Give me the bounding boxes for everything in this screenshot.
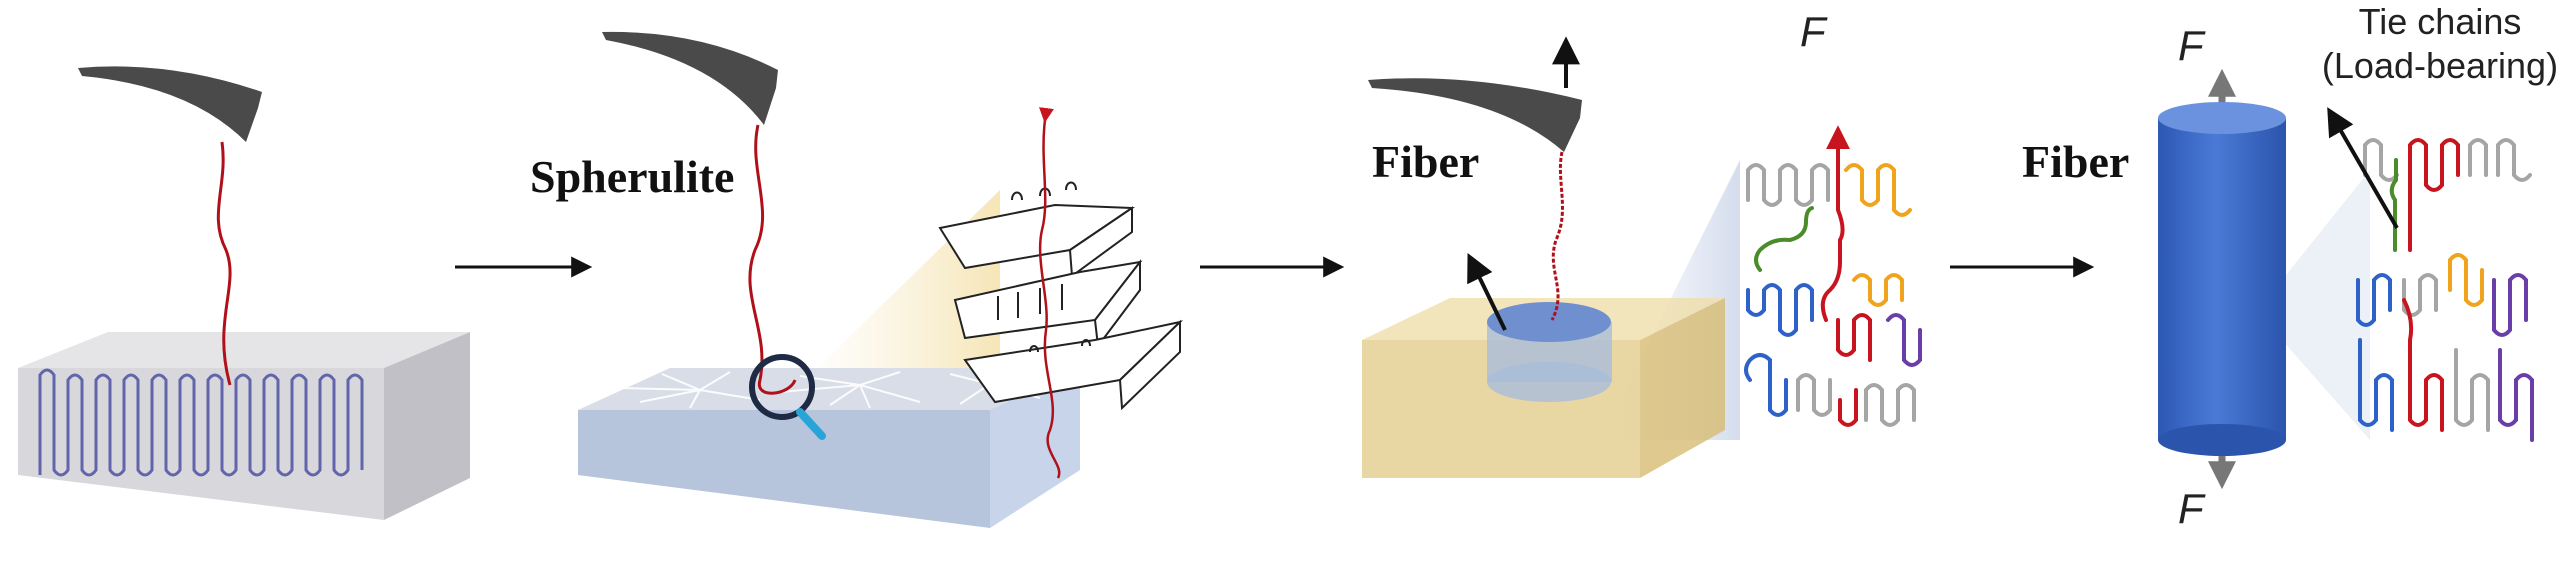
panel-film xyxy=(18,66,470,520)
label-force-top: F xyxy=(2178,22,2204,69)
tilt-arrow xyxy=(1467,252,1507,331)
spherulite-block xyxy=(578,368,1080,528)
panel-spherulite xyxy=(578,31,1184,528)
panel-fiber-block xyxy=(1362,36,1922,478)
chain-network-4 xyxy=(2356,138,2534,442)
tie-chain-pointer-arrow xyxy=(2327,107,2399,230)
zoom-beam-4 xyxy=(2282,170,2370,440)
afm-cantilever-3 xyxy=(1368,78,1582,152)
afm-cantilever-2 xyxy=(602,31,778,125)
chain-through-lamellae xyxy=(1038,107,1061,479)
pulled-chain-3 xyxy=(1550,151,1564,321)
chain-network-3 xyxy=(1744,125,1922,427)
pulled-chain-1 xyxy=(216,141,232,386)
afm-cantilever-1 xyxy=(78,66,262,142)
label-force-panel3: F xyxy=(1800,8,1826,55)
label-force-bottom: F xyxy=(2178,485,2204,532)
fiber-cylinder-small xyxy=(1487,302,1612,402)
film-block xyxy=(18,332,470,520)
lamellae-stack xyxy=(938,181,1184,411)
label-fiber-1: Fiber xyxy=(1372,136,1480,187)
label-fiber-2: Fiber xyxy=(2022,136,2130,187)
panel-fiber-tie-chains xyxy=(2158,68,2534,490)
label-tie-chains: Tie chains (Load-bearing) xyxy=(2320,0,2560,88)
spherulite-texture xyxy=(619,371,1041,409)
pulled-chain-2 xyxy=(748,124,797,395)
fiber-cylinder xyxy=(2158,102,2286,456)
label-tie-chains-line2: (Load-bearing) xyxy=(2321,45,2559,86)
magnifier-icon xyxy=(749,354,826,440)
folded-chains xyxy=(38,368,364,477)
label-spherulite: Spherulite xyxy=(530,151,735,202)
label-tie-chains-line1: Tie chains xyxy=(2358,1,2522,42)
